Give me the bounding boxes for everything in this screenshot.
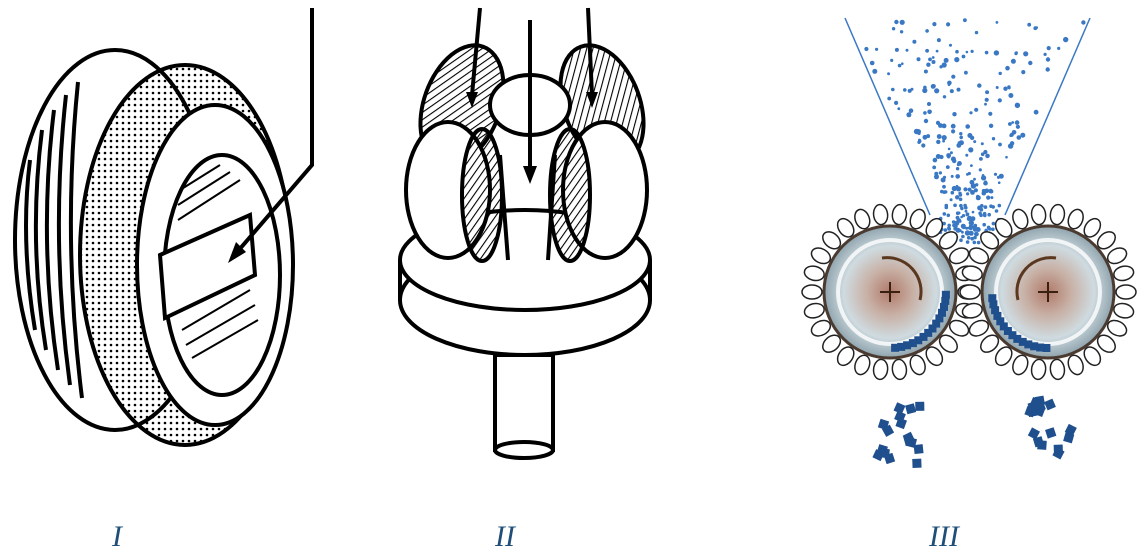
panel-ii-roller-head xyxy=(390,0,680,500)
shaft xyxy=(495,355,553,450)
panel-iii-gear-rollers xyxy=(800,0,1141,500)
panel-label-iii: III xyxy=(929,520,959,554)
roller-front-left-edge xyxy=(462,129,502,261)
roller-front-right-edge xyxy=(550,129,590,261)
panel-label-i: I xyxy=(112,520,122,554)
panel-label-ii: II xyxy=(495,520,515,554)
panel-i-knurled-wheel xyxy=(0,0,340,500)
hopper-left xyxy=(845,18,930,215)
outflow-particles xyxy=(872,396,1076,468)
gears xyxy=(802,204,1136,380)
